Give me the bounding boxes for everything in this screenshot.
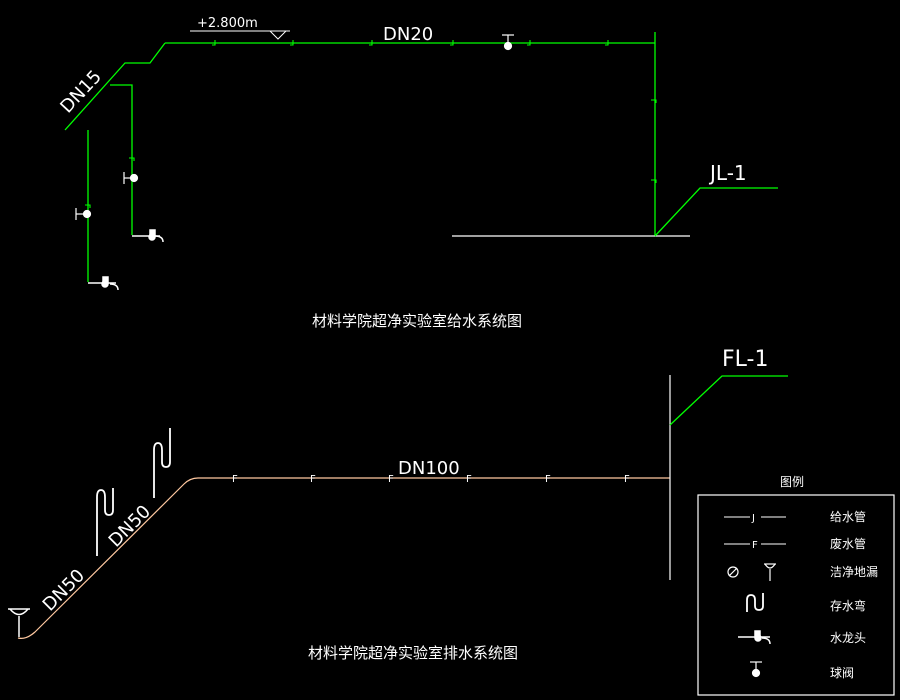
- water-trap-icon: [96, 488, 114, 556]
- legend-symbol-text: F: [752, 540, 758, 551]
- drain-system-title: 材料学院超净实验室排水系统图: [308, 644, 518, 662]
- legend-item-label: 给水管: [830, 509, 866, 524]
- ball-valve-icon: [123, 172, 139, 184]
- drain-mark: F: [624, 474, 630, 485]
- supply-system-title: 材料学院超净实验室给水系统图: [312, 312, 522, 330]
- clean-floor-drain-icon: [727, 563, 776, 581]
- drain-mark: F: [545, 474, 551, 485]
- supply-main-pipe-label: DN20: [383, 24, 433, 45]
- legend-item-label: 球阀: [830, 666, 854, 680]
- drain-riser-leader: [669, 375, 788, 426]
- supply-riser-leader: [654, 187, 778, 237]
- supply-branch-diagonal: [64, 42, 166, 131]
- drain-branch-pipe-label-1: DN50: [39, 565, 89, 615]
- water-trap-icon: [746, 593, 764, 612]
- drain-mark: F: [232, 474, 238, 485]
- legend-item-label: 废水管: [830, 536, 866, 551]
- supply-pipe-marks: [85, 40, 657, 208]
- drain-riser-label: FL-1: [722, 347, 768, 372]
- water-trap-icon: [153, 428, 171, 498]
- ball-valve-icon: [75, 208, 92, 220]
- drain-system: F F F F F F DN100 DN50 DN50 FL-1 材料学院超净实…: [8, 347, 788, 662]
- supply-riser-label: JL-1: [708, 161, 747, 185]
- faucet-icon: [88, 276, 119, 291]
- supply-sub-branch: [110, 84, 133, 235]
- faucet-icon: [738, 630, 771, 645]
- legend-title: 图例: [780, 475, 804, 489]
- elevation-triangle-icon: [268, 30, 288, 40]
- legend-item-label: 洁净地漏: [830, 565, 878, 579]
- drain-mark: F: [310, 474, 316, 485]
- drain-mark: F: [466, 474, 472, 485]
- ball-valve-icon: [502, 34, 514, 51]
- legend-item-label: 水龙头: [830, 631, 866, 645]
- supply-system: +2.800m DN20 DN15 JL-1 材料学院超净实验室给水系统图: [56, 16, 778, 330]
- drain-main-pipe-label: DN100: [398, 458, 460, 479]
- faucet-icon: [132, 229, 164, 243]
- ball-valve-icon: [750, 661, 762, 678]
- legend-box: [697, 494, 895, 696]
- supply-pipe-icon: J: [724, 513, 786, 524]
- drain-branch-diagonal: [17, 477, 199, 639]
- legend: 图例 J 给水管 F 废水管 洁净地漏 存水弯: [697, 475, 895, 696]
- legend-symbol-text: J: [751, 513, 755, 524]
- elevation-label: +2.800m: [197, 16, 258, 31]
- legend-item-label: 存水弯: [830, 598, 866, 613]
- clean-floor-drain-icon: [8, 608, 30, 637]
- waste-pipe-icon: F: [724, 540, 786, 551]
- drain-pipe-marks: F F F F F F: [232, 474, 630, 485]
- drain-mark: F: [388, 474, 394, 485]
